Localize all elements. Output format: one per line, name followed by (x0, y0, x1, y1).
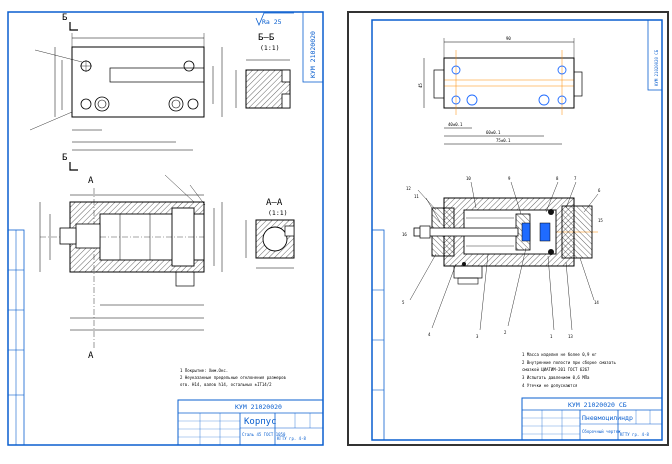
dim-hole-2: 60±0.1 (486, 130, 501, 135)
roughness-mark: Ra 25 (262, 18, 282, 26)
asm-note-4: 3 Испытать давлением 0,6 МПа (522, 375, 590, 380)
title-block: КУМ 21020020 Корпус Сталь 45 ГОСТ 1050 К… (177, 399, 324, 446)
title-org: КГТУ гр. 4-8 (277, 436, 306, 441)
title-doc-code: КУМ 21020020 (235, 403, 282, 411)
drawing-sheet-housing: КУМ 21020020 Ra 25 Б–Б (1:1) Б Б (0, 0, 336, 459)
dim-hole-1: 40±0.1 (448, 122, 463, 127)
assembly-title-block: КУМ 21020020 СБ Пневмоцилиндр Сборочный … (521, 397, 663, 441)
title-part-name: Корпус (244, 417, 277, 427)
technical-notes: 1 Покрытие: Хим.Окс. 2 Неуказанные преде… (180, 368, 286, 387)
front-section-view (39, 174, 223, 331)
asm-title-doc-code: КУМ 21020020 СБ (568, 401, 627, 409)
callout-6: 6 (598, 188, 601, 193)
callout-14: 14 (594, 300, 599, 305)
cut-label-a-top: А (88, 176, 94, 186)
asm-note-2: 2 Внутренние полости при сборке смазать (522, 360, 617, 365)
plan-view (29, 33, 223, 151)
section-bb-scale: (1:1) (260, 44, 280, 52)
note-1: 1 Покрытие: Хим.Окс. (180, 368, 228, 373)
callout-16: 16 (402, 232, 407, 237)
callout-2: 2 (504, 330, 507, 335)
sheet-frame (7, 11, 324, 446)
asm-note-5: 4 Утечки не допускаются (522, 383, 577, 388)
corner-stamp-right: КУМ 21020020 СБ (654, 49, 659, 86)
callout-13: 13 (568, 334, 573, 339)
note-3: отв. H14, валов h14, остальных ±IT14/2 (180, 382, 272, 387)
drawing-sheet-assembly: КУМ 21020020 СБ 90 45 40±0.1 60±0.1 75±0… (336, 0, 672, 459)
corner-stamp: КУМ 21020020 (309, 31, 317, 78)
note-2: 2 Неуказанные предельные отклонения разм… (180, 375, 286, 380)
asm-note-3: смазкой ЦИАТИМ-201 ГОСТ 6267 (522, 367, 590, 372)
asm-title-org: КГТУ гр. 4-8 (620, 432, 649, 437)
section-aa-scale: (1:1) (268, 209, 288, 217)
section-bb-view (235, 59, 291, 109)
callout-7: 7 (574, 176, 577, 181)
assembly-drawing-svg: КУМ 21020020 СБ 90 45 40±0.1 60±0.1 75±0… (347, 11, 669, 446)
asm-title-subtitle: Сборочный чертеж (582, 429, 621, 434)
title-material: Сталь 45 ГОСТ 1050 (242, 432, 286, 437)
part-callouts (409, 181, 599, 331)
dim-hole-3: 75±0.1 (496, 138, 511, 143)
corner-stamp-box (302, 11, 324, 83)
roughness-symbol (255, 12, 294, 27)
callout-11: 11 (414, 194, 419, 199)
assembly-plan-view: 90 45 40±0.1 60±0.1 75±0.1 (418, 36, 583, 145)
housing-drawing-svg: КУМ 21020020 Ra 25 Б–Б (1:1) Б Б (7, 11, 324, 446)
callout-5: 5 (402, 300, 405, 305)
dim-overall-width: 90 (506, 36, 511, 41)
cut-label-b-top: Б (62, 13, 67, 23)
cut-label-b-mid: Б (62, 153, 67, 163)
assembly-notes: 1 Масса изделия не более 0,9 кг 2 Внутре… (522, 352, 617, 388)
callout-9: 9 (508, 176, 511, 181)
asm-title-part-name: Пневмоцилиндр (582, 414, 633, 422)
callout-numbers: 12 11 10 9 8 7 6 5 4 3 2 1 13 14 15 16 (402, 176, 603, 339)
callout-15: 15 (598, 218, 603, 223)
asm-note-1: 1 Масса изделия не более 0,9 кг (522, 352, 597, 357)
dim-overall-height: 45 (418, 83, 423, 88)
callout-12: 12 (406, 186, 411, 191)
callout-4: 4 (428, 332, 431, 337)
callout-3: 3 (476, 334, 479, 339)
assembly-section-view (413, 197, 598, 285)
section-aa-view (245, 219, 295, 269)
binding-strip-right (371, 229, 385, 441)
callout-10: 10 (466, 176, 471, 181)
callout-1: 1 (550, 334, 553, 339)
section-bb-label: Б–Б (258, 33, 274, 43)
section-aa-label: А–А (266, 198, 283, 208)
cut-label-a-bottom: А (88, 351, 94, 361)
callout-8: 8 (556, 176, 559, 181)
